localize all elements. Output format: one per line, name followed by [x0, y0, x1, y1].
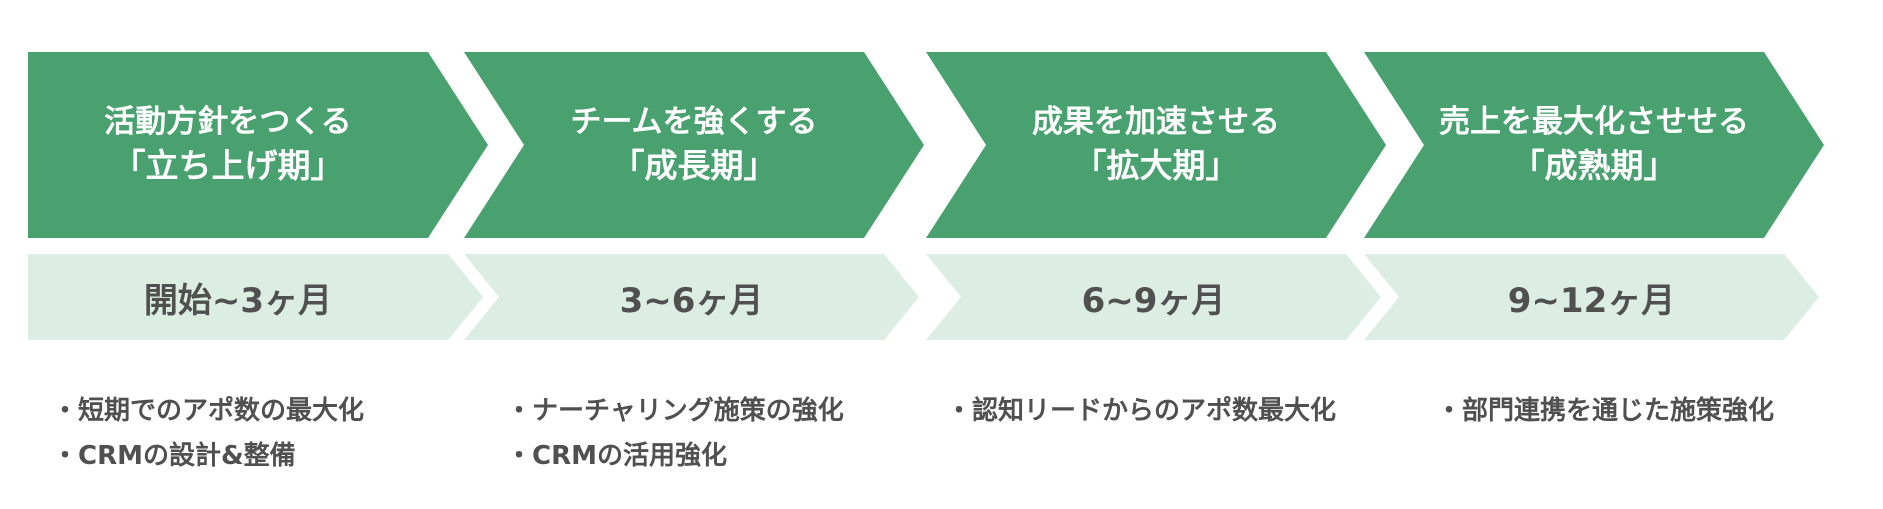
phase-header: チームを強くする 「成長期」: [524, 52, 864, 238]
phase-bullets: ・短期でのアポ数の最大化 ・CRMの設計&整備: [52, 389, 364, 479]
phase-arrow: [1364, 52, 1824, 238]
phase-4: 売上を最大化させせる 「成熟期」 9~12ヶ月 ・部門連携を通じた施策強化: [1364, 0, 1824, 509]
phase-bullets: ・認知リードからのアポ数最大化: [946, 389, 1336, 434]
phase-2: チームを強くする 「成長期」 3~6ヶ月 ・ナーチャリング施策の強化 ・CRMの…: [464, 0, 924, 509]
bullet-item: ・認知リードからのアポ数最大化: [946, 396, 1337, 426]
bullet-item: ・ナーチャリング施策の強化: [506, 396, 844, 426]
phase-bullets: ・ナーチャリング施策の強化 ・CRMの活用強化: [506, 389, 844, 479]
phase-header: 成果を加速させる 「拡大期」: [986, 52, 1326, 238]
bullet-item: ・CRMの設計&整備: [52, 441, 296, 471]
phase-title: 売上を最大化させせる: [1439, 103, 1749, 140]
phase-stage: 「成長期」: [611, 145, 777, 185]
phase-stage: 「拡大期」: [1073, 145, 1239, 185]
phase-title: 成果を加速させる: [1032, 103, 1280, 140]
phase-header: 売上を最大化させせる 「成熟期」: [1424, 52, 1764, 238]
phase-title: チームを強くする: [570, 103, 818, 140]
bullet-item: ・短期でのアポ数の最大化: [52, 396, 365, 426]
phase-period: 開始~3ヶ月: [143, 280, 333, 321]
phase-3: 成果を加速させる 「拡大期」 6~9ヶ月 ・認知リードからのアポ数最大化: [926, 0, 1386, 509]
period-arrow: [464, 254, 919, 340]
bullet-item: ・部門連携を通じた施策強化: [1436, 396, 1775, 426]
bullet-item: ・CRMの活用強化: [506, 441, 727, 471]
phase-header: 活動方針をつくる 「立ち上げ期」: [28, 52, 428, 238]
phase-arrow: [464, 52, 924, 238]
phase-stage: 「立ち上げ期」: [112, 145, 344, 185]
phase-arrow: [926, 52, 1386, 238]
phase-arrow: [28, 52, 488, 238]
phase-period: 3~6ヶ月: [619, 280, 764, 321]
phase-title: 活動方針をつくる: [104, 103, 352, 140]
phase-period: 6~9ヶ月: [1081, 280, 1226, 321]
period-arrow: [926, 254, 1381, 340]
phase-stage: 「成熟期」: [1511, 145, 1677, 185]
period-arrow: [28, 254, 483, 340]
phase-1: 活動方針をつくる 「立ち上げ期」 開始~3ヶ月 ・短期でのアポ数の最大化 ・CR…: [28, 0, 488, 509]
period-arrow: [1364, 254, 1819, 340]
phase-bullets: ・部門連携を通じた施策強化: [1436, 389, 1774, 434]
phase-period: 9~12ヶ月: [1507, 280, 1676, 321]
